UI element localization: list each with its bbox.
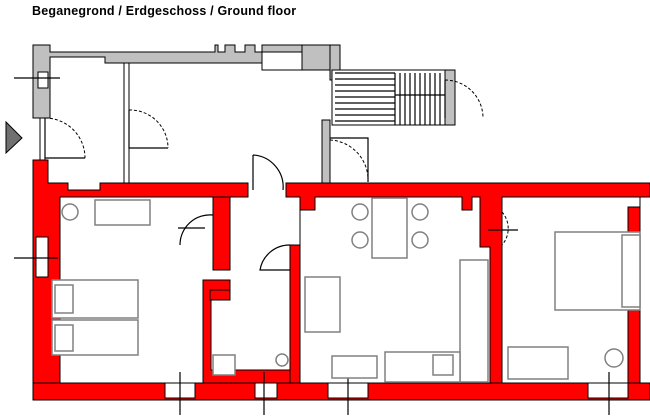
plan-title: Beganegrond / Erdgeschoss / Ground floor (32, 4, 297, 18)
staircase (331, 69, 446, 126)
windows (14, 77, 629, 415)
existing-walls (32, 44, 456, 184)
partitions (39, 62, 130, 184)
entrance-arrow-icon (5, 120, 23, 155)
furniture (51, 197, 641, 383)
doors (44, 79, 518, 271)
